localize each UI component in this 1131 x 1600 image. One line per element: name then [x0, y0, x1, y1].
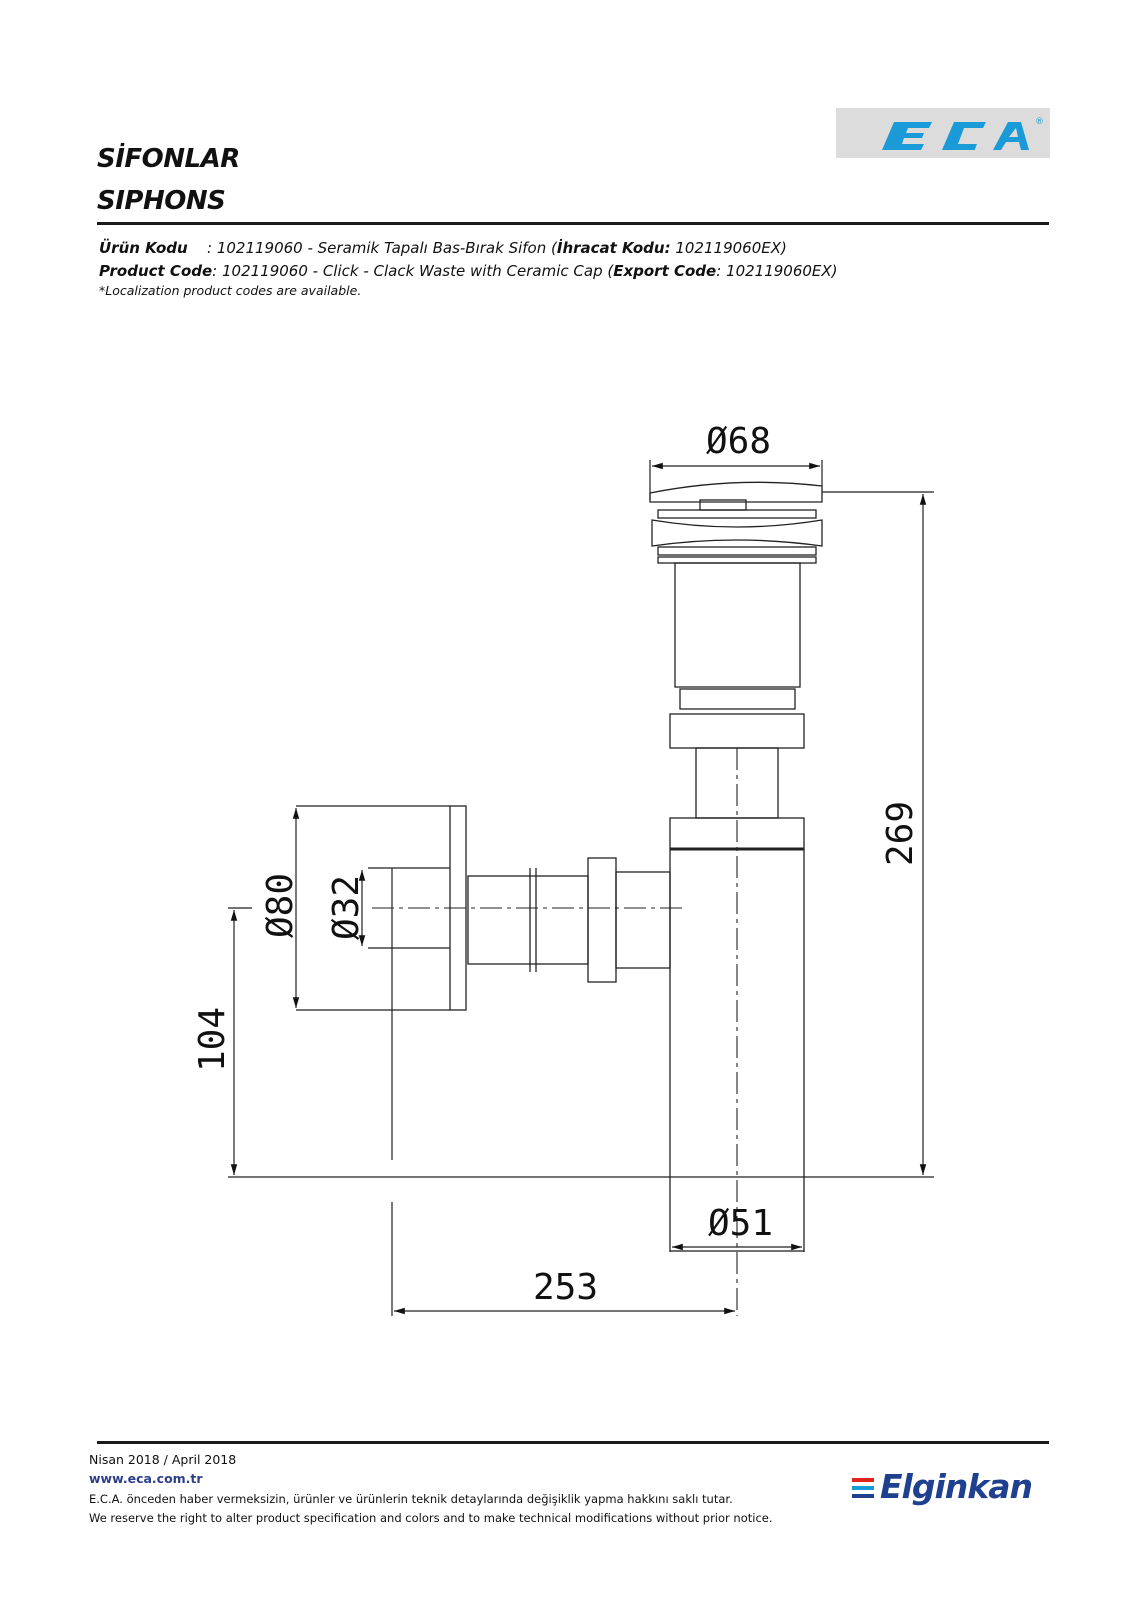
product-code-en-label: Product Code — [99, 262, 213, 280]
flange — [651, 519, 823, 547]
eca-logo: ® — [836, 108, 1050, 158]
ceramic-cap — [649, 481, 823, 503]
elginkan-stripe-navy — [852, 1494, 874, 1498]
registered-mark: ® — [1035, 117, 1044, 127]
page-title-en: SIPHONS — [97, 186, 226, 216]
dim-pipe-diameter: Ø32 — [326, 875, 367, 940]
product-code-tr-label: Ürün Kodu — [99, 239, 188, 257]
dim-width: 253 — [533, 1267, 598, 1308]
localization-note: *Localization product codes are availabl… — [99, 283, 362, 298]
outlet-nut — [587, 857, 617, 983]
website-link[interactable]: www.eca.com.tr — [89, 1471, 203, 1486]
header-divider — [97, 222, 1049, 225]
document-date: Nisan 2018 / April 2018 — [89, 1452, 237, 1467]
siphon-outline — [296, 481, 823, 1252]
bottle-trap — [669, 817, 805, 1252]
dim-total-height: 269 — [880, 801, 921, 866]
elginkan-brand: Elginkan — [880, 1467, 1033, 1506]
eca-logo-mark: ® — [882, 117, 1044, 150]
outlet-pipe — [467, 875, 589, 965]
dim-cap-diameter: Ø68 — [706, 421, 771, 462]
export-code-tr-label: İhracat Kodu: — [556, 239, 671, 257]
footer-divider — [97, 1441, 1049, 1444]
product-code-tr-text: : 102119060 - Seramik Tapalı Bas-Bırak S… — [207, 239, 557, 257]
export-code-en-label: Export Code — [613, 262, 717, 280]
export-code-en-text: : 102119060EX) — [716, 262, 838, 280]
page-title-tr: SİFONLAR — [97, 144, 240, 174]
dim-outlet-height: 104 — [192, 1007, 233, 1072]
waste-body — [674, 562, 801, 688]
product-code-en: Product Code: 102119060 - Click - Clack … — [99, 262, 838, 280]
disclaimer-en: We reserve the right to alter product sp… — [89, 1511, 773, 1525]
product-code-en-text: : 102119060 - Click - Clack Waste with C… — [212, 262, 614, 280]
dim-trap-diameter: Ø51 — [708, 1203, 773, 1244]
coupling-nut — [669, 713, 805, 749]
export-code-tr-text: 102119060EX) — [670, 239, 787, 257]
elginkan-stripe-blue — [852, 1486, 874, 1490]
disclaimer-tr: E.C.A. önceden haber vermeksizin, ürünle… — [89, 1492, 733, 1506]
dim-rosette-diameter: Ø80 — [260, 873, 301, 938]
product-code-tr: Ürün Kodu : 102119060 - Seramik Tapalı Ba… — [99, 239, 787, 257]
elginkan-logo: Elginkan — [850, 1466, 1050, 1512]
elginkan-stripe-red — [852, 1478, 874, 1482]
